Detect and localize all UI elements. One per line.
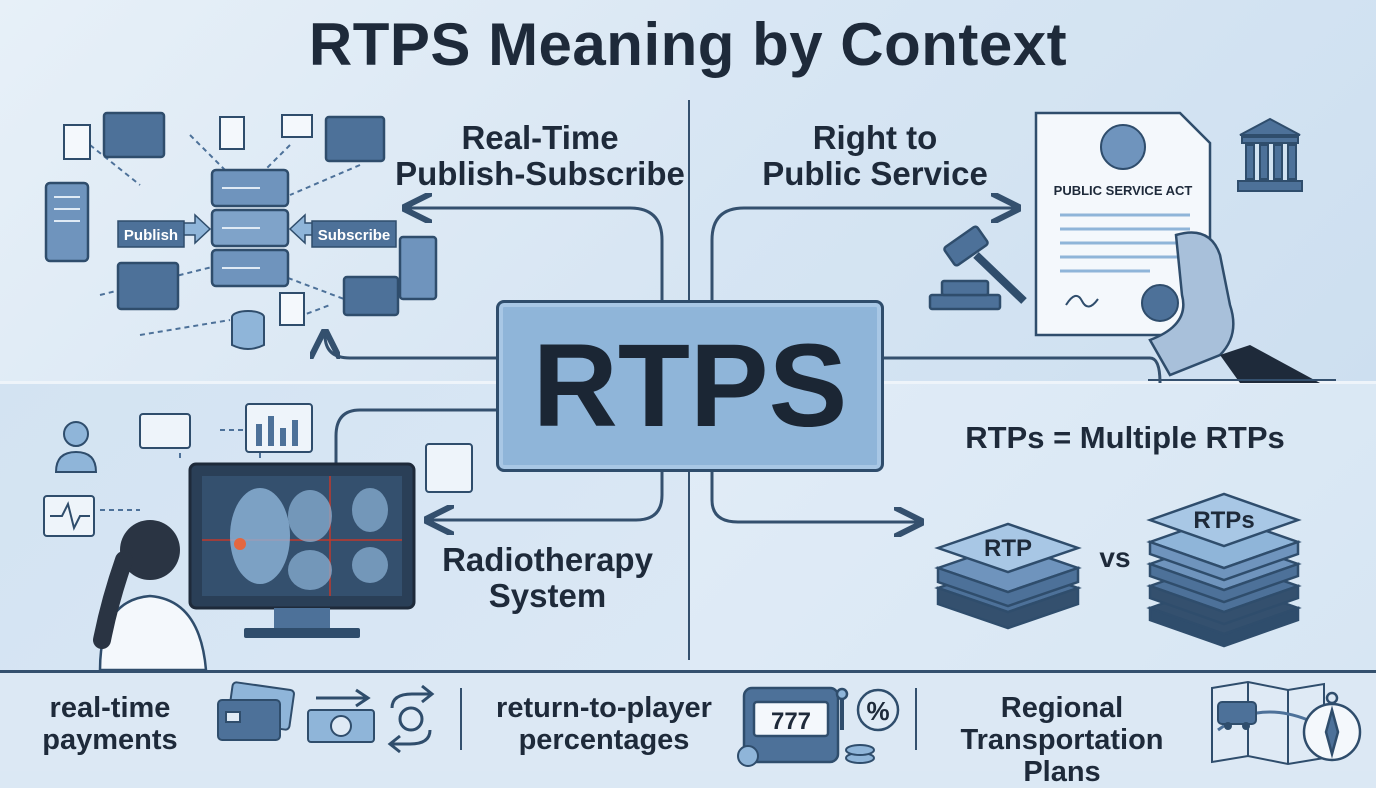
single-rtp-label: RTP: [984, 535, 1032, 562]
connector-lines: [0, 0, 1162, 768]
network-illustration: Publish Subscribe: [44, 111, 438, 350]
label-publish-subscribe: Real-Time Publish-Subscribe: [395, 119, 685, 192]
credit-card-icon: [217, 681, 295, 741]
transportation-icons: [1211, 680, 1362, 766]
radiotherapy-illustration: [43, 403, 473, 672]
multi-rtps-stack: [1146, 492, 1302, 648]
document-icon: PUBLIC SERVICE ACT: [1034, 111, 1212, 337]
slot-machine-icon: 777: [742, 686, 849, 764]
bottom-item-rtp-percent: return-to-player percentages: [496, 692, 712, 756]
coin-icon: [737, 744, 875, 767]
hand-icon: [1148, 231, 1235, 377]
slot-digits: 777: [771, 708, 811, 735]
multi-rtps-label: RTPs: [1193, 507, 1254, 534]
single-rtp-stack: [934, 522, 1082, 630]
document-title: PUBLIC SERVICE ACT: [1054, 183, 1193, 198]
label-radiotherapy: Radiotherapy System: [442, 541, 653, 614]
label-multiple-rtps: RTPs = Multiple RTPs: [965, 420, 1285, 455]
slot-machine-icons: 777 %: [737, 686, 900, 767]
gavel-icon: [928, 225, 1027, 311]
svg-text:%: %: [866, 696, 889, 726]
monitor-icon: [188, 462, 416, 638]
percent-icon: %: [856, 688, 900, 732]
label-public-service: Right to Public Service: [762, 119, 988, 192]
compass-icon: [1302, 691, 1362, 762]
government-building-icon: [1237, 117, 1303, 192]
exchange-icon: [387, 684, 435, 754]
vs-label: vs: [1099, 542, 1130, 573]
rtp-comparison: RTP vs RTPs: [934, 492, 1302, 648]
subscribe-tag: Subscribe: [318, 227, 391, 244]
bus-icon: [1217, 701, 1257, 730]
page-title: RTPS Meaning by Context: [308, 11, 1068, 78]
public-service-illustration: PUBLIC SERVICE ACT: [928, 111, 1336, 383]
bottom-item-transportation: Regional Transportation Plans: [960, 692, 1164, 788]
clinician-icon: [93, 520, 208, 672]
publish-tag: Publish: [124, 227, 178, 244]
bottom-item-payments: real-time payments: [42, 692, 178, 756]
cash-icon: [307, 688, 375, 743]
doctor-icon: [54, 421, 98, 473]
center-rtps-box: RTPS: [496, 300, 884, 472]
bottom-separator-1: [460, 688, 462, 750]
bottom-separator-2: [915, 688, 917, 750]
payments-icons: [217, 681, 435, 754]
